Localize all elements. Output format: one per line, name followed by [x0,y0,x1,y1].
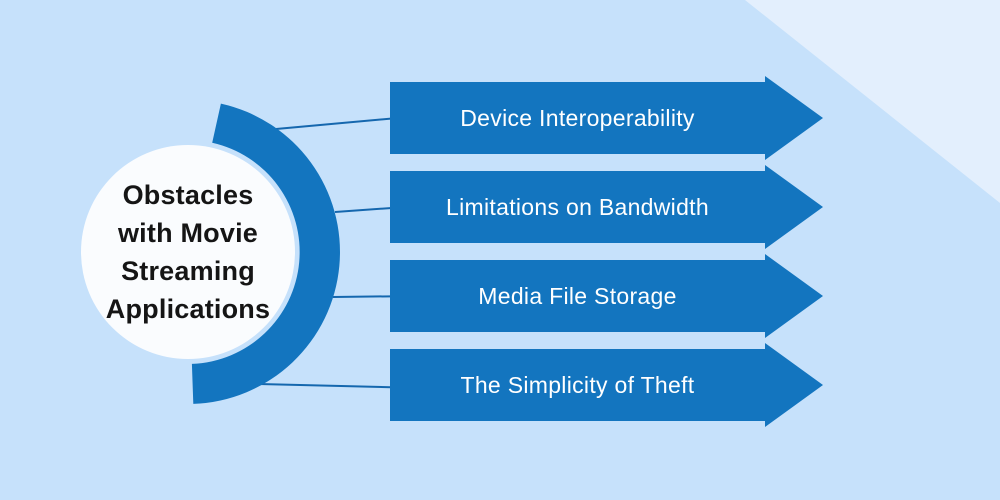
obstacle-arrow-2: Limitations on Bandwidth [390,165,823,249]
obstacle-arrow-label-4: The Simplicity of Theft [460,371,695,398]
corner-triangle [745,0,1000,203]
obstacle-arrow-3: Media File Storage [390,254,823,338]
title-line-1: Obstacles [122,180,254,210]
title-ring-arc [191,103,340,404]
obstacle-arrow-label-2: Limitations on Bandwidth [446,193,709,220]
title-line-2: with Movie [117,218,258,248]
title-circle: Obstacles with Movie Streaming Applicati… [81,145,295,359]
title-line-3: Streaming [121,256,255,286]
obstacle-arrow-label-1: Device Interoperability [460,104,695,131]
title-line-4: Applications [105,294,271,324]
obstacle-arrow-1: Device Interoperability [390,76,823,160]
obstacle-arrow-label-3: Media File Storage [478,282,677,309]
obstacle-arrow-4: The Simplicity of Theft [390,343,823,427]
